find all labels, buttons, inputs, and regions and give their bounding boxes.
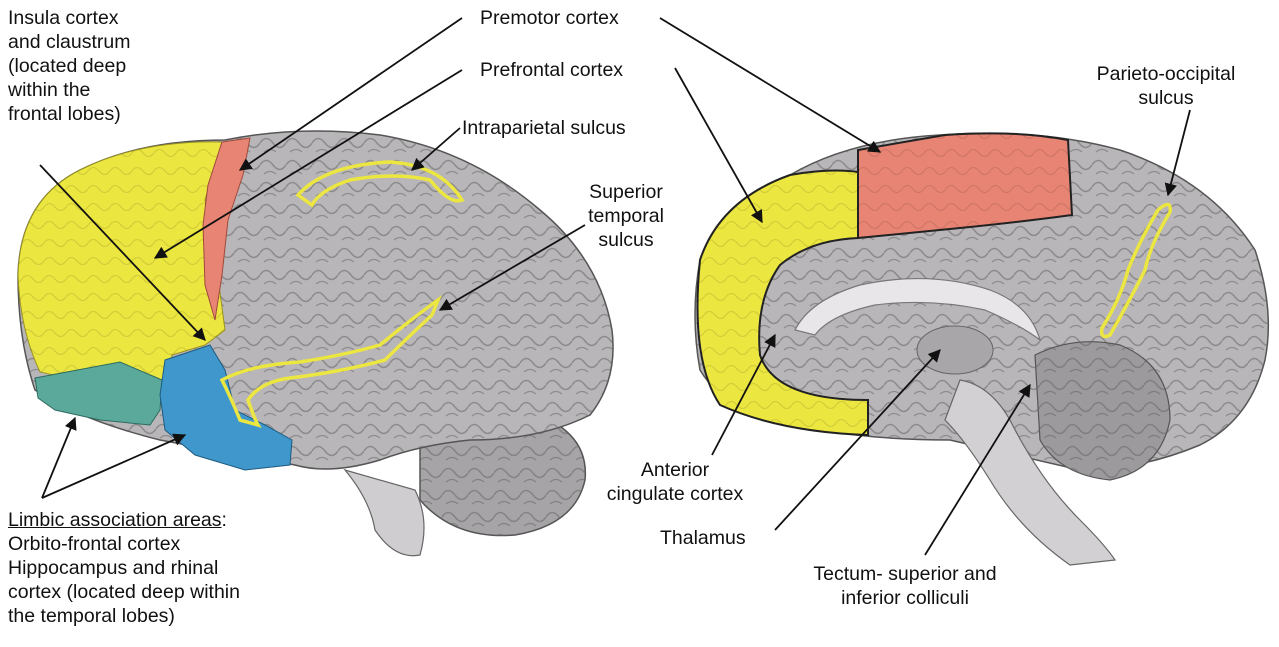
label-insula-line-5: frontal lobes): [8, 102, 130, 126]
arrow-prefrontal-right: [675, 68, 762, 222]
label-superior-temporal: Superior temporal sulcus: [578, 180, 674, 252]
label-thalamus: Thalamus: [660, 526, 746, 550]
label-insula-line-3: (located deep: [8, 54, 130, 78]
label-insula: Insula cortex and claustrum (located dee…: [8, 6, 130, 126]
label-parieto-occipital: Parieto-occipital sulcus: [1076, 62, 1256, 110]
label-prefrontal: Prefrontal cortex: [480, 58, 623, 82]
lateral-brain: [18, 131, 613, 556]
label-limbic-line-4: the temporal lobes): [8, 604, 240, 628]
label-limbic-colon: :: [222, 509, 227, 531]
label-insula-line-2: and claustrum: [8, 30, 130, 54]
label-superior-temporal-line-2: temporal: [578, 204, 674, 228]
label-parieto-occipital-line-1: Parieto-occipital: [1076, 62, 1256, 86]
label-tectum-line-2: inferior colliculi: [780, 586, 1030, 610]
medial-brain: [695, 133, 1268, 565]
label-tectum-line-1: Tectum- superior and: [780, 562, 1030, 586]
label-premotor: Premotor cortex: [480, 6, 619, 30]
label-anterior-cingulate: Anterior cingulate cortex: [600, 458, 750, 506]
label-insula-line-4: within the: [8, 78, 130, 102]
brainstem-lateral: [345, 470, 424, 556]
label-limbic-heading: Limbic association areas: [8, 509, 222, 531]
label-parieto-occipital-line-2: sulcus: [1076, 86, 1256, 110]
label-anterior-cingulate-line-1: Anterior: [600, 458, 750, 482]
label-insula-line-1: Insula cortex: [8, 6, 130, 30]
label-superior-temporal-line-1: Superior: [578, 180, 674, 204]
arrow-premotor-right: [660, 18, 880, 152]
label-limbic-line-1: Orbito-frontal cortex: [8, 532, 240, 556]
label-limbic: Limbic association areas: Orbito-frontal…: [8, 508, 240, 628]
label-tectum: Tectum- superior and inferior colliculi: [780, 562, 1030, 610]
label-intraparietal: Intraparietal sulcus: [462, 116, 626, 140]
label-limbic-line-3: cortex (located deep within: [8, 580, 240, 604]
thalamus-region: [917, 326, 993, 374]
label-limbic-line-2: Hippocampus and rhinal: [8, 556, 240, 580]
label-limbic-heading-row: Limbic association areas:: [8, 508, 240, 532]
label-anterior-cingulate-line-2: cingulate cortex: [600, 482, 750, 506]
label-superior-temporal-line-3: sulcus: [578, 228, 674, 252]
